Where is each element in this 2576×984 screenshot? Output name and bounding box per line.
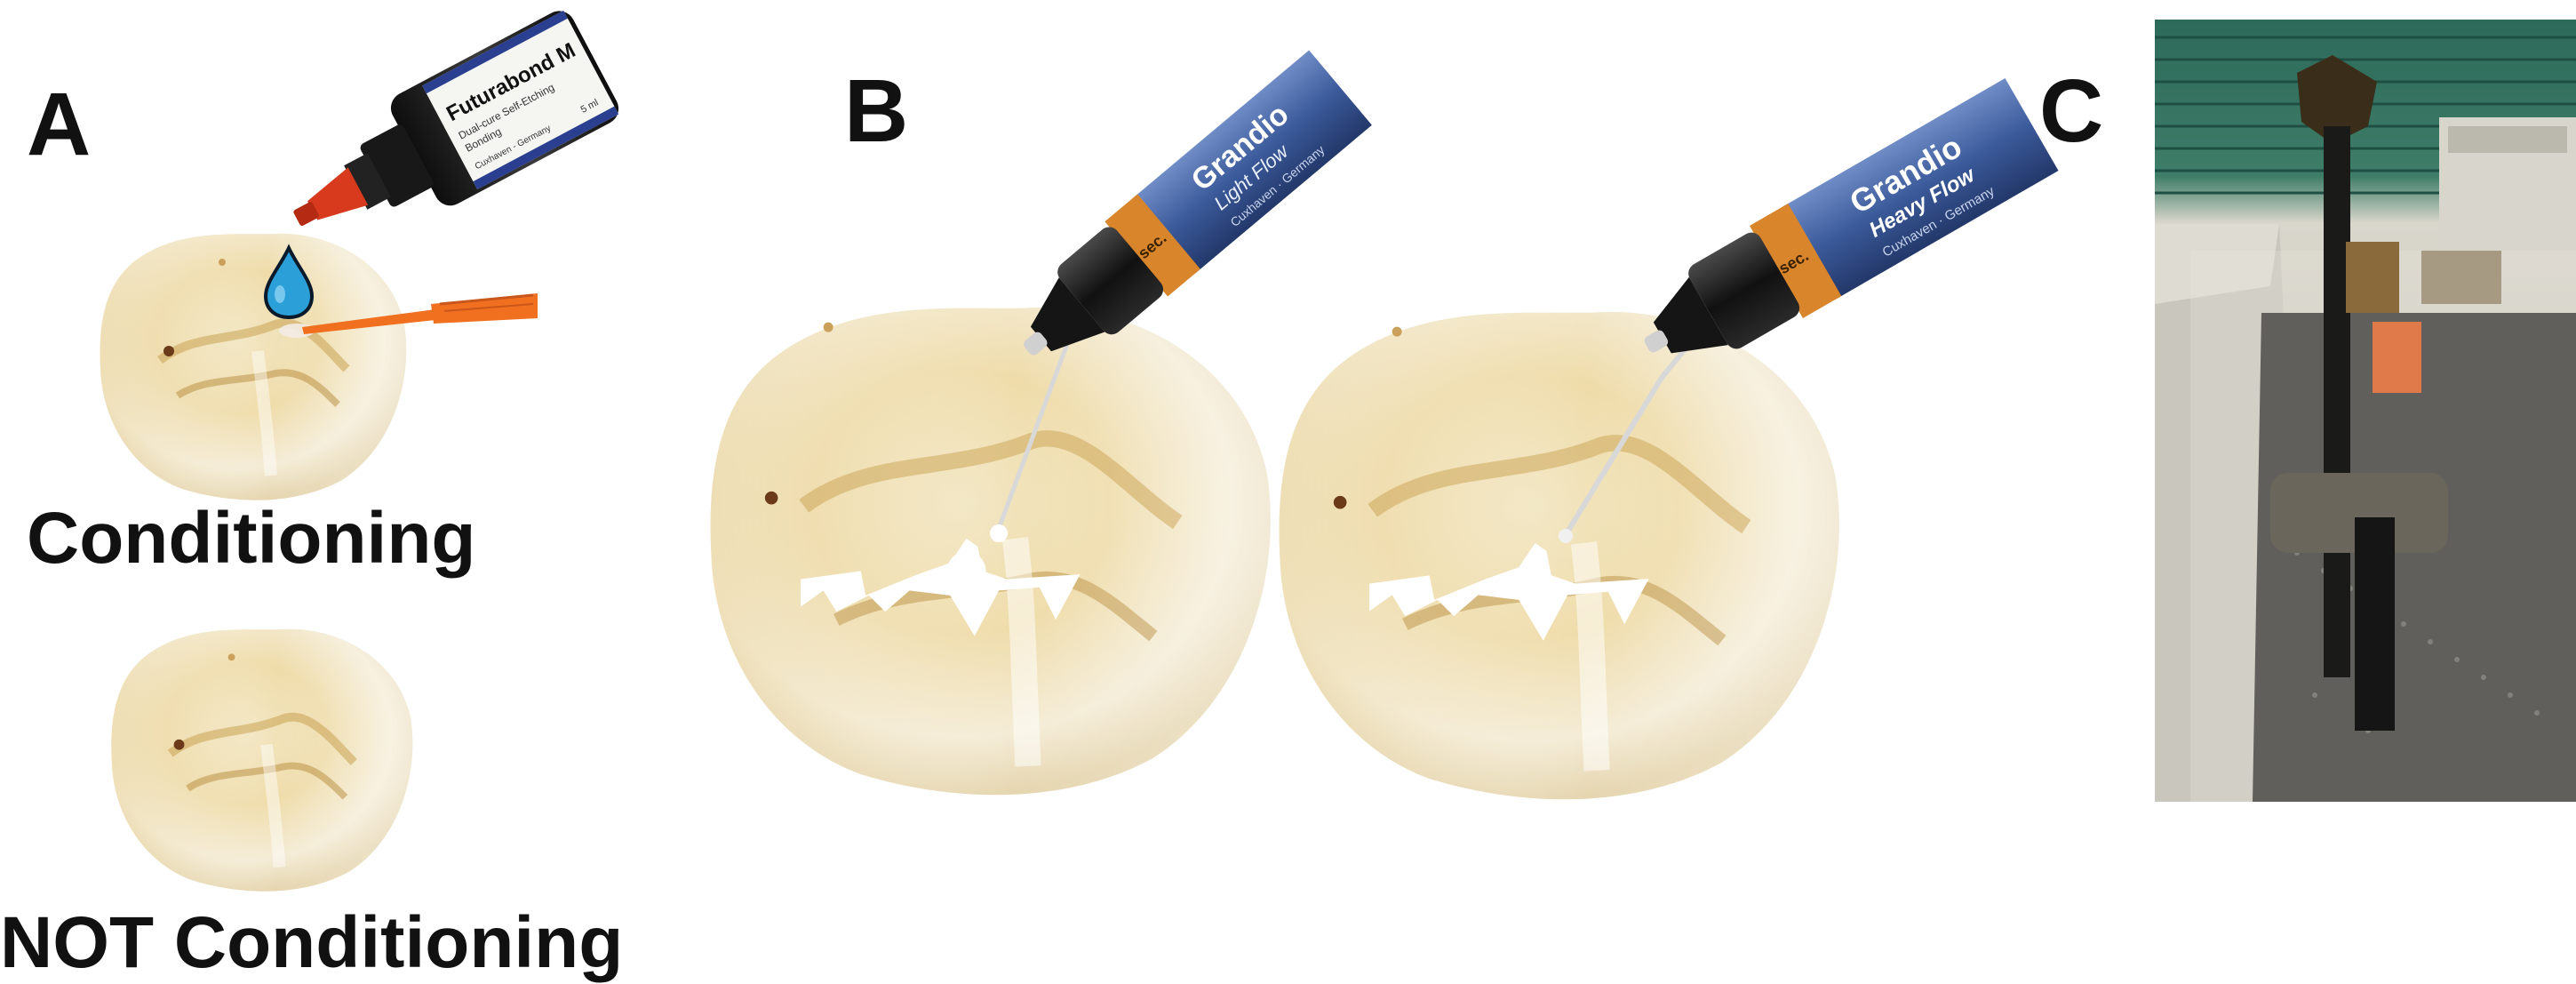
- futurabond-bottle: Futurabond M Dual-cure Self-Etching Bond…: [267, 36, 658, 267]
- panel-b-letter: B: [844, 67, 908, 156]
- panel-a-letter: A: [27, 80, 91, 169]
- syringe-heavy-flow: Grandio Heavy Flow Cuxhaven · Germany se…: [1546, 93, 2097, 556]
- panel-c-letter: C: [2039, 67, 2103, 156]
- syringe-light-flow: Grandio Light Flow Cuxhaven · Germany se…: [977, 80, 1404, 560]
- applicator-brush-icon: [275, 284, 542, 347]
- cutting-machine-photo: [2155, 20, 2576, 802]
- caption-not-conditioning: NOT Conditioning: [0, 907, 623, 980]
- caption-conditioning: Conditioning: [27, 502, 476, 575]
- tooth-conditioned: [98, 227, 409, 502]
- tooth-not-conditioned: [107, 622, 418, 893]
